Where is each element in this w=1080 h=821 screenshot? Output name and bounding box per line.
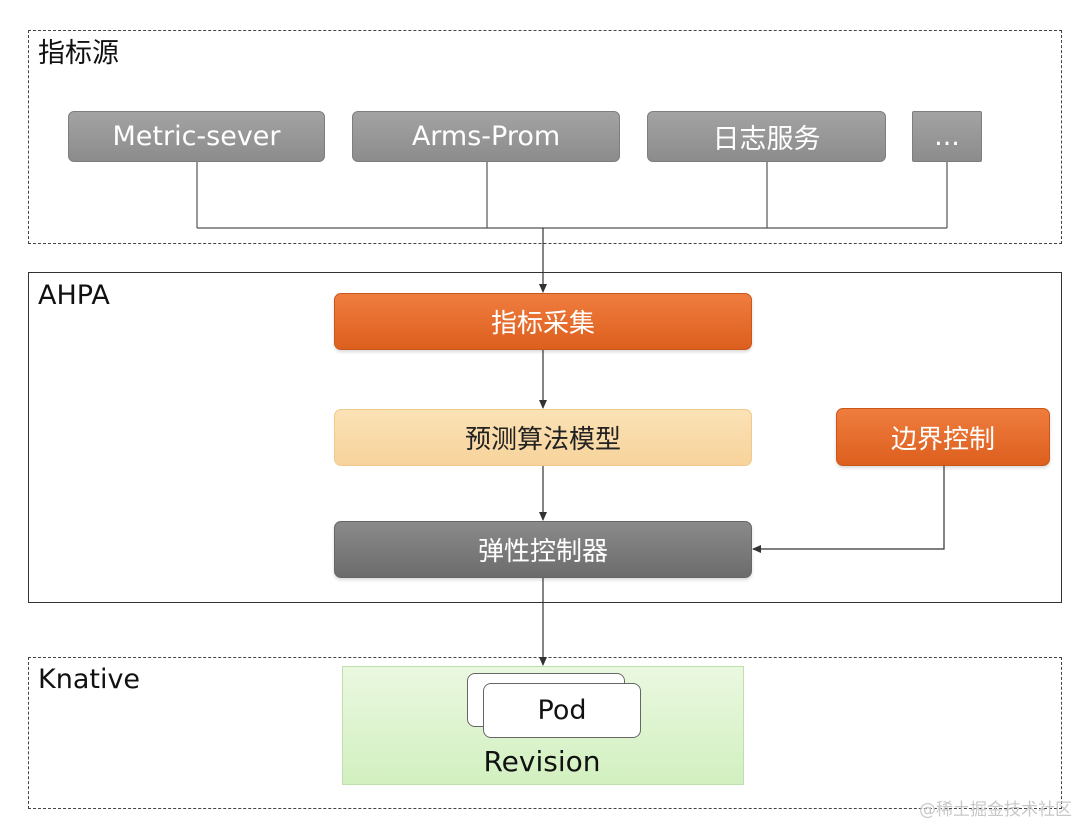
elastic-controller-box: 弹性控制器: [334, 521, 752, 578]
more-sources-box: ...: [912, 111, 982, 162]
ahpa-section: [28, 272, 1062, 603]
metrics-source-title: 指标源: [38, 38, 119, 69]
prediction-model-box: 预测算法模型: [334, 409, 752, 466]
arms-prom-box: Arms-Prom: [352, 111, 620, 162]
ahpa-title: AHPA: [38, 280, 110, 311]
metric-collection-box: 指标采集: [334, 293, 752, 350]
watermark: @稀土掘金技术社区: [919, 800, 1072, 820]
boundary-control-box: 边界控制: [836, 408, 1050, 466]
log-service-box: 日志服务: [647, 111, 886, 162]
metrics-source-section: [28, 30, 1062, 244]
arrow-boundary-to-controller: [752, 466, 945, 553]
pod-card: Pod: [483, 683, 641, 738]
knative-title: Knative: [38, 664, 141, 695]
revision-label: Revision: [483, 745, 601, 778]
metric-server-box: Metric-sever: [68, 111, 325, 162]
